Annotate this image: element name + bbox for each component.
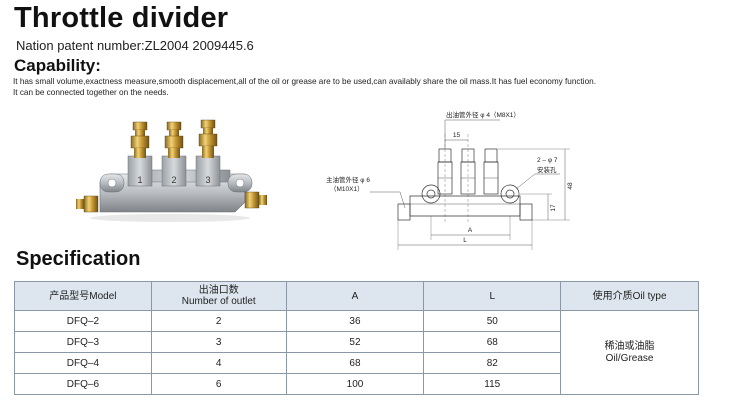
table-header-row: 产品型号Model 出油口数 Number of outlet A L 使用介质… <box>14 281 699 311</box>
capability-text-line-1: It has small volume,exactness measure,sm… <box>13 77 596 86</box>
mount-hole-size: 2 – φ 7 <box>537 157 558 164</box>
cell-outlets: 4 <box>150 352 287 374</box>
page-title: Throttle divider <box>14 2 229 34</box>
specification-table: 产品型号Model 出油口数 Number of outlet A L 使用介质… <box>14 281 699 395</box>
technical-drawing: 出油管外径 φ 4（M8X1） 15 主油管外径 φ 6 （M10X1） 2 –… <box>326 110 574 250</box>
brass-fitting-2 <box>164 121 184 158</box>
table-row: DFQ–2 2 36 50 稀油或油脂 Oil/Grease <box>14 310 699 395</box>
header-l: L <box>423 281 562 311</box>
outlet-tube-label: 出油管外径 φ 4（M8X1） <box>446 110 520 119</box>
mount-hole-right <box>235 178 245 188</box>
brass-fitting-3 <box>198 119 218 158</box>
cell-l: 115 <box>423 373 562 395</box>
outlet-number-2: 2 <box>171 175 176 185</box>
main-tube-label: 主油管外径 φ 6 <box>326 175 370 184</box>
medium-cn: 稀油或油脂 <box>604 340 655 352</box>
header-medium: 使用介质Oil type <box>560 281 699 311</box>
height-dimension: 48 <box>567 182 574 190</box>
specification-heading: Specification <box>16 248 141 270</box>
header-outlets: 出油口数 Number of outlet <box>150 281 287 311</box>
capability-heading: Capability: <box>14 56 101 75</box>
cell-model: DFQ–3 <box>14 331 152 353</box>
cell-a: 100 <box>285 373 425 395</box>
cell-l: 50 <box>423 310 562 332</box>
outlet-number-1: 1 <box>137 175 142 185</box>
cell-outlets: 6 <box>150 373 287 395</box>
cell-a: 68 <box>285 352 425 374</box>
cell-a: 36 <box>285 310 425 332</box>
outlet-number-3: 3 <box>205 175 210 185</box>
main-tube-thread: （M10X1） <box>330 185 364 193</box>
header-model: 产品型号Model <box>14 281 152 311</box>
dimension-l: L <box>463 237 467 244</box>
product-photo: 1 2 3 <box>76 119 267 222</box>
mount-hole-label: 安装孔 <box>537 165 557 174</box>
table-row: DFQ–6 6 100 115 <box>14 373 699 395</box>
cell-model: DFQ–4 <box>14 352 152 374</box>
hole-height-dimension: 17 <box>550 204 557 212</box>
header-outlets-en: Number of outlet <box>181 296 256 307</box>
inlet-fitting-right <box>244 191 267 209</box>
table-row: DFQ–4 4 68 82 <box>14 352 699 374</box>
pitch-dimension: 15 <box>453 132 461 139</box>
header-outlets-cn: 出油口数 <box>198 285 239 296</box>
mount-hole-left <box>107 178 117 188</box>
header-a: A <box>285 281 425 311</box>
cell-l: 68 <box>423 331 562 353</box>
table-row: DFQ–3 3 52 68 <box>14 331 699 353</box>
patent-number: Nation patent number:ZL2004 2009445.6 <box>16 38 254 53</box>
dimension-a: A <box>468 227 473 234</box>
cell-model: DFQ–2 <box>14 310 152 332</box>
inlet-fitting-left <box>76 195 99 213</box>
brass-fitting-1 <box>130 121 150 158</box>
cell-medium: 稀油或油脂 Oil/Grease <box>560 310 699 395</box>
cell-a: 52 <box>285 331 425 353</box>
cell-l: 82 <box>423 352 562 374</box>
cell-model: DFQ–6 <box>14 373 152 395</box>
cell-outlets: 3 <box>150 331 287 353</box>
capability-text-line-2: It can be connected together on the need… <box>13 88 169 97</box>
cell-outlets: 2 <box>150 310 287 332</box>
medium-en: Oil/Grease <box>605 352 654 364</box>
